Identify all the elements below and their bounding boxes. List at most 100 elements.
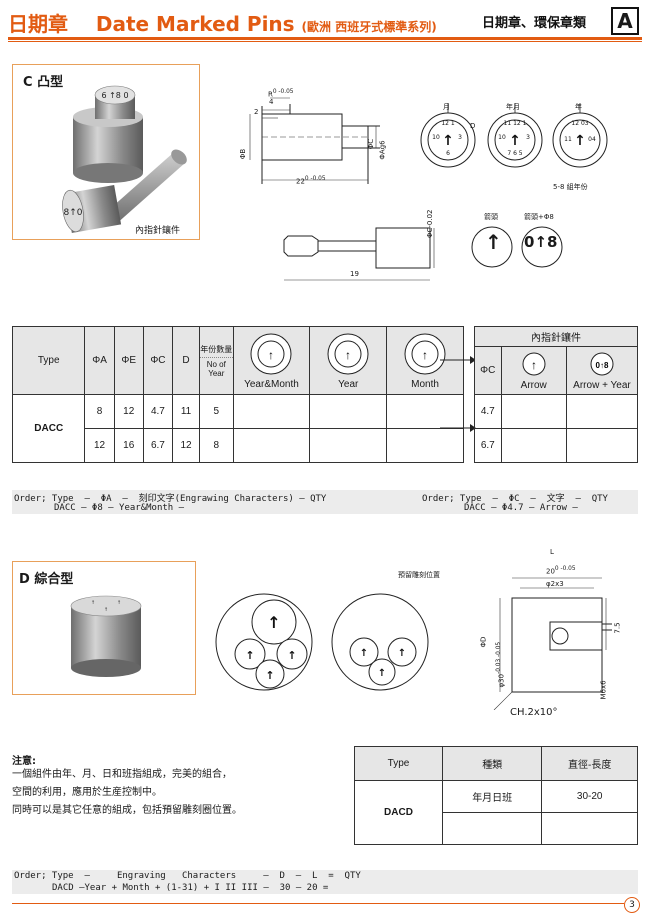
dim-19: 19: [350, 270, 359, 278]
th-arrow-year: 0↑8 Arrow + Year: [565, 346, 639, 395]
th-insert-phi-c: ΦC: [474, 346, 502, 395]
cell: 30-20: [541, 780, 638, 813]
arrow-circles: [471, 226, 563, 268]
note-line-1: 一個組件由年、月、日和班指組成，完美的組合，: [12, 769, 232, 780]
dim-phi-b: ΦB: [239, 148, 248, 160]
dim-m6: M6x6: [599, 680, 608, 700]
svg-text:↑: ↑: [345, 348, 351, 362]
insert-pin-drawing: [283, 227, 435, 281]
svg-text:0↑8: 0↑8: [595, 361, 608, 370]
reserve-label: 預留雕刻位置: [398, 571, 440, 579]
dim-7-5: 7.5: [613, 622, 622, 634]
cell: 4.7: [474, 394, 502, 429]
th-dacd-size: 直徑-長度: [541, 746, 638, 781]
svg-text:12 03: 12 03: [571, 120, 588, 127]
svg-text:7 6 5: 7 6 5: [507, 150, 522, 157]
th-arrow-label: Arrow: [520, 379, 547, 391]
svg-text:↑: ↑: [104, 607, 108, 613]
section-c-photo: 6 ↑8 0 8↑0: [62, 85, 187, 234]
table-row: 6.7: [474, 428, 639, 463]
photo-caption: 內指針鑲件: [135, 226, 181, 236]
section-d-photo: ↑↑↑: [70, 595, 142, 677]
th-year-count-cn: 年份數量: [200, 344, 233, 354]
svg-text:↑: ↑: [287, 649, 296, 662]
insert-table-title: 內指針鑲件: [474, 326, 638, 347]
page-number: 3: [624, 897, 640, 913]
cell: 8: [84, 394, 115, 429]
dim-phi-c2: ΦC-0.02: [426, 209, 434, 238]
footer-rule: [12, 903, 624, 904]
cell: [309, 428, 388, 463]
svg-text:11: 11: [564, 136, 572, 143]
dim-phi-d: ΦD: [479, 636, 488, 648]
arrow8-zero: 0: [524, 233, 535, 251]
cell: [565, 428, 639, 463]
dim-22-text: 22: [296, 177, 305, 186]
cell: 12: [113, 394, 144, 429]
header-rule-thin: [8, 41, 642, 42]
svg-text:↑: ↑: [378, 668, 386, 679]
dim-22: 220 -0.05: [296, 176, 326, 185]
dim-20: 200 -0.05: [546, 566, 576, 575]
category-label: 日期章、環保章類: [482, 16, 587, 31]
arrow-dial-icon: ↑: [522, 352, 546, 375]
cell: 4.7: [142, 394, 174, 429]
th-year: ↑ Year: [309, 326, 388, 395]
cell: [441, 812, 543, 845]
svg-text:↑: ↑: [265, 669, 274, 682]
label-year-month: 年月: [506, 103, 520, 111]
cell: [232, 394, 311, 429]
svg-text:11 12 1: 11 12 1: [504, 120, 527, 127]
dacd-table: Type 種類 直徑-長度 DACD 年月日班 30-20: [354, 746, 638, 845]
label-arrow8: 箭頭+Φ8: [524, 213, 554, 221]
insert-table: 內指針鑲件 ΦC ↑ Arrow 0↑8 Arrow + Year 4.7 6.…: [474, 326, 639, 463]
th-phi-e: ΦE: [113, 326, 144, 395]
dim-phi30: φ30-0.03 -0.05: [496, 642, 505, 688]
table-row: 4.7: [474, 394, 639, 429]
label-year: 年: [575, 103, 582, 111]
cell: 8: [199, 428, 234, 463]
dim-2: 2: [254, 108, 259, 116]
table-row: DACC 8 12 4.7 11 5: [11, 394, 464, 463]
section-d-label: D 綜合型: [19, 572, 74, 587]
th-phi-c: ΦC: [142, 326, 174, 395]
order-c-right-1: Order; Type – ΦC – 文字 – QTY: [422, 494, 608, 504]
title-cn: 日期章: [8, 12, 68, 36]
arrow8-eight: 8: [547, 233, 558, 251]
dial-year-icon: ↑: [327, 333, 369, 374]
svg-text:↑: ↑: [398, 648, 406, 659]
cell: [500, 394, 567, 429]
cell: [541, 812, 638, 845]
section-c-side-drawing: [249, 97, 380, 184]
dim-d: D: [470, 122, 476, 130]
order-d-1: Order; Type – Engraving Characters – D –…: [14, 871, 361, 881]
dim-l: L: [550, 548, 554, 556]
svg-text:↑: ↑: [268, 348, 274, 362]
dim-20-text: 20: [546, 567, 555, 576]
svg-text:10: 10: [498, 134, 506, 141]
header-rule: [8, 37, 642, 40]
page-title: 日期章 Date Marked Pins (歐洲 西班牙式標準系列): [8, 8, 437, 37]
dim-22-tol: 0 -0.05: [304, 176, 326, 182]
svg-text:↑: ↑: [509, 133, 521, 149]
order-c-left-2: DACC – Φ8 – Year&Month –: [54, 503, 185, 513]
svg-text:↑: ↑: [574, 133, 586, 149]
th-d: D: [172, 326, 201, 395]
cell: [232, 428, 311, 463]
dim-20-tol: 0 -0.05: [554, 566, 576, 572]
svg-text:8↑0: 8↑0: [64, 208, 83, 218]
dim-phi2x3: φ2x3: [546, 580, 564, 588]
th-arrow: ↑ Arrow: [500, 346, 567, 395]
cell: [309, 394, 388, 429]
svg-text:↑: ↑: [442, 133, 454, 149]
dim-phi-a: ΦAg6: [378, 140, 387, 160]
svg-text:3: 3: [526, 134, 530, 141]
label-years: 5-8 組年份: [553, 183, 588, 191]
dial-year-month-icon: ↑: [250, 333, 292, 374]
svg-text:↑: ↑: [360, 648, 368, 659]
section-letter-badge: A: [611, 7, 639, 35]
section-d-side-drawing: [493, 577, 612, 710]
title-sub: (歐洲 西班牙式標準系列): [301, 20, 437, 34]
section-c-label: C 凸型: [23, 75, 64, 90]
th-phi-a: ΦA: [84, 326, 115, 395]
